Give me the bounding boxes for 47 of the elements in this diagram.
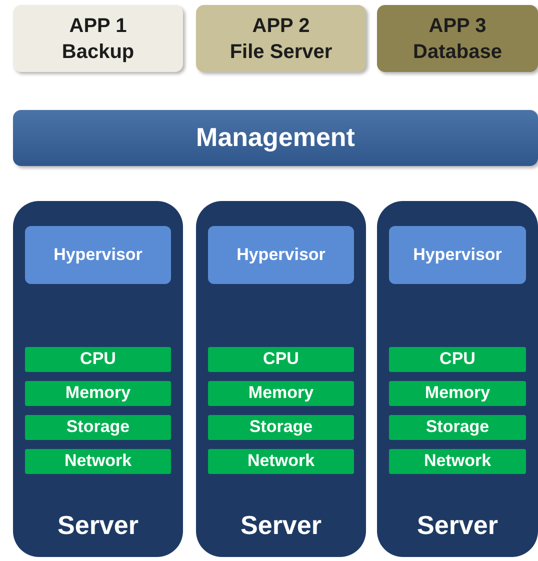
app-name: Backup xyxy=(62,40,134,64)
resource-bar xyxy=(208,415,354,440)
server-panel xyxy=(13,201,183,557)
resource-bar xyxy=(208,347,354,372)
node-label: Storage xyxy=(66,416,130,438)
node-label: Server xyxy=(417,509,498,542)
app-box xyxy=(377,5,538,72)
node-label: Storage xyxy=(249,416,313,438)
node-label: Server xyxy=(58,509,138,542)
app-number: APP 2 xyxy=(252,14,310,38)
node-label: Memory xyxy=(424,382,490,404)
node-label: Storage xyxy=(426,416,490,438)
app-number: APP 1 xyxy=(69,14,127,38)
resource-bar xyxy=(208,381,354,406)
node-label: Network xyxy=(424,450,492,472)
hypervisor-box xyxy=(25,226,171,284)
resource-bar xyxy=(389,449,526,474)
resource-bar xyxy=(389,415,526,440)
resource-bar xyxy=(25,449,171,474)
node-label: CPU xyxy=(263,348,299,370)
node-label: Hypervisor xyxy=(54,244,142,266)
node-label: Network xyxy=(247,450,315,472)
app-box xyxy=(13,5,183,72)
server-panel xyxy=(377,201,538,557)
resource-bar xyxy=(25,415,171,440)
node-label: CPU xyxy=(440,348,476,370)
server-panel xyxy=(196,201,366,557)
resource-bar xyxy=(208,449,354,474)
node-label: CPU xyxy=(80,348,116,370)
hypervisor-box xyxy=(389,226,526,284)
hypervisor-box xyxy=(208,226,354,284)
app-name: File Server xyxy=(230,40,332,64)
resource-bar xyxy=(389,347,526,372)
app-name: Database xyxy=(413,40,502,64)
node-label: Network xyxy=(64,450,132,472)
management-bar xyxy=(13,110,538,166)
resource-bar xyxy=(25,381,171,406)
node-label: Memory xyxy=(248,382,314,404)
resource-bar xyxy=(389,381,526,406)
node-label: Hypervisor xyxy=(413,244,502,266)
node-label: Hypervisor xyxy=(236,244,326,266)
app-number: APP 3 xyxy=(428,14,486,38)
resource-bar xyxy=(25,347,171,372)
node-label: Server xyxy=(240,509,322,542)
node-label: Management xyxy=(196,121,355,154)
node-label: Memory xyxy=(65,382,131,404)
app-box xyxy=(196,5,366,72)
